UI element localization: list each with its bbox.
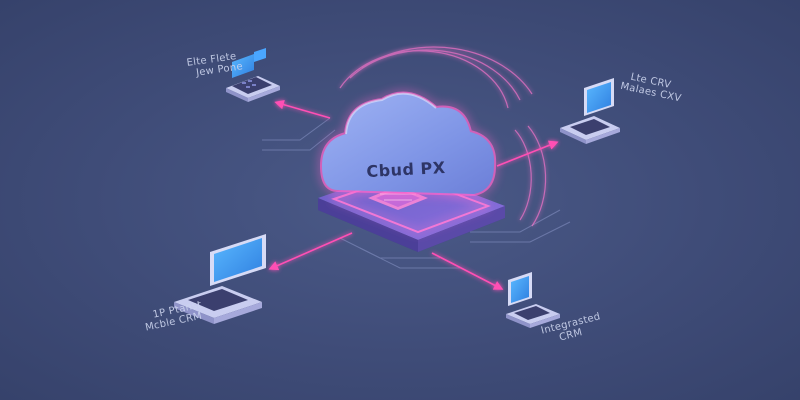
- cloud-icon: [319, 91, 497, 197]
- keyboard-icon: [188, 289, 248, 311]
- signal-arcs: [339, 46, 547, 227]
- keyboard-icon: [570, 119, 610, 135]
- circuit-lines: [262, 117, 571, 269]
- connector-top-left: [274, 99, 331, 119]
- device-bottom-right-laptop: [506, 272, 560, 328]
- device-top-right-laptop: [560, 78, 620, 144]
- connectors: [268, 99, 559, 290]
- connector-bottom-left: [268, 232, 353, 271]
- connector-bottom-right: [431, 252, 504, 290]
- device-bottom-left-laptop: [174, 234, 266, 324]
- device-top-left: [226, 48, 280, 102]
- keyboard-icon: [514, 306, 550, 320]
- keypad-icon: [242, 80, 256, 88]
- connector-top-right: [496, 140, 559, 167]
